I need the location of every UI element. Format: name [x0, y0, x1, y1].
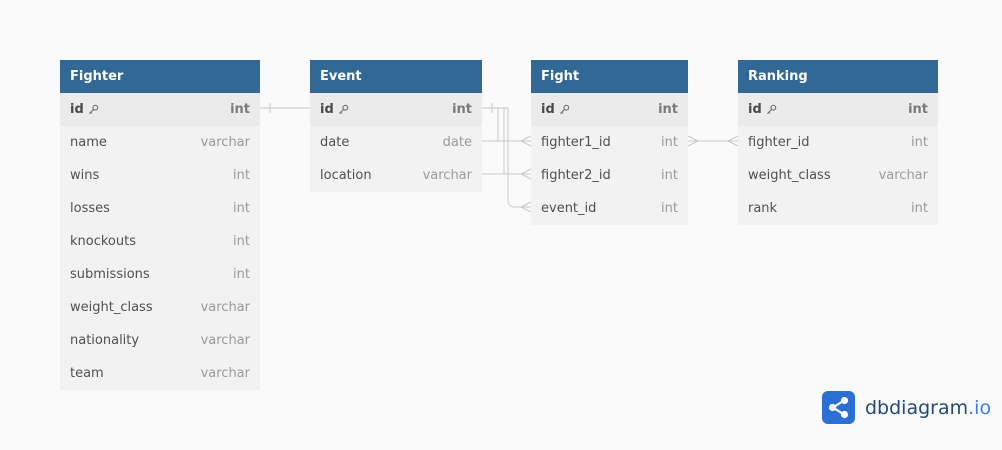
- table-row[interactable]: wins int: [60, 159, 260, 192]
- table-row[interactable]: event_id int: [531, 192, 688, 225]
- column-name: weight_class: [748, 168, 831, 183]
- column-name: weight_class: [70, 300, 153, 315]
- many-marker: [726, 135, 739, 147]
- column-type: int: [233, 168, 250, 183]
- table-row[interactable]: name varchar: [60, 126, 260, 159]
- column-type: int: [661, 201, 678, 216]
- table-row[interactable]: submissions int: [60, 258, 260, 291]
- column-type: int: [230, 102, 250, 117]
- column-type: date: [442, 135, 472, 150]
- table-fighter[interactable]: Fighter id int name varchar wins int los…: [60, 60, 260, 390]
- table-event[interactable]: Event id int date date location varchar: [310, 60, 482, 192]
- table-row[interactable]: weight_class varchar: [738, 159, 938, 192]
- column-type: int: [911, 201, 928, 216]
- table-row[interactable]: id int: [310, 93, 482, 126]
- table-row[interactable]: id int: [531, 93, 688, 126]
- column-type: varchar: [422, 168, 472, 183]
- key-icon: [559, 104, 570, 115]
- many-marker: [519, 201, 532, 213]
- brand-logo[interactable]: dbdiagram.io: [822, 391, 991, 424]
- column-name: fighter2_id: [541, 168, 611, 183]
- column-name: id: [541, 102, 570, 117]
- many-marker: [519, 168, 532, 180]
- table-row[interactable]: id int: [60, 93, 260, 126]
- column-type: varchar: [200, 135, 250, 150]
- column-name: submissions: [70, 267, 150, 282]
- column-type: int: [911, 135, 928, 150]
- table-header-fighter[interactable]: Fighter: [60, 60, 260, 93]
- table-row[interactable]: knockouts int: [60, 225, 260, 258]
- brand-tld: .io: [968, 396, 992, 419]
- column-name: name: [70, 135, 107, 150]
- column-name: date: [320, 135, 350, 150]
- relation-event-fight-fighter1: [482, 107, 531, 142]
- share-nodes-icon: [822, 391, 855, 424]
- column-name: id: [320, 102, 349, 117]
- key-icon: [88, 104, 99, 115]
- table-row[interactable]: fighter_id int: [738, 126, 938, 159]
- column-type: int: [661, 168, 678, 183]
- table-fight[interactable]: Fight id int fighter1_id int fighter2_id…: [531, 60, 688, 225]
- many-marker: [687, 135, 700, 147]
- table-row[interactable]: weight_class varchar: [60, 291, 260, 324]
- table-row[interactable]: losses int: [60, 192, 260, 225]
- column-name: rank: [748, 201, 778, 216]
- table-row[interactable]: date date: [310, 126, 482, 159]
- table-row[interactable]: fighter2_id int: [531, 159, 688, 192]
- table-row[interactable]: nationality varchar: [60, 324, 260, 357]
- column-name: nationality: [70, 333, 140, 348]
- table-row[interactable]: fighter1_id int: [531, 126, 688, 159]
- table-row[interactable]: location varchar: [310, 159, 482, 192]
- table-row[interactable]: id int: [738, 93, 938, 126]
- column-type: varchar: [878, 168, 928, 183]
- column-type: int: [661, 135, 678, 150]
- column-type: int: [908, 102, 928, 117]
- table-header-fight[interactable]: Fight: [531, 60, 688, 93]
- column-name: wins: [70, 168, 100, 183]
- column-type: int: [452, 102, 472, 117]
- column-type: int: [658, 102, 678, 117]
- column-type: int: [233, 267, 250, 282]
- column-type: varchar: [200, 366, 250, 381]
- table-row[interactable]: rank int: [738, 192, 938, 225]
- column-type: varchar: [200, 300, 250, 315]
- key-icon: [766, 104, 777, 115]
- column-name: event_id: [541, 201, 597, 216]
- column-name: location: [320, 168, 372, 183]
- relation-event-fight-event: [482, 107, 531, 208]
- column-name: id: [748, 102, 777, 117]
- column-type: int: [233, 234, 250, 249]
- table-header-event[interactable]: Event: [310, 60, 482, 93]
- table-header-ranking[interactable]: Ranking: [738, 60, 938, 93]
- column-name: id: [70, 102, 99, 117]
- many-marker: [519, 135, 532, 147]
- column-name: losses: [70, 201, 110, 216]
- column-name: fighter1_id: [541, 135, 611, 150]
- column-name: team: [70, 366, 104, 381]
- column-type: varchar: [200, 333, 250, 348]
- key-icon: [338, 104, 349, 115]
- column-type: int: [233, 201, 250, 216]
- column-name: knockouts: [70, 234, 136, 249]
- column-name: fighter_id: [748, 135, 810, 150]
- table-ranking[interactable]: Ranking id int fighter_id int weight_cla…: [738, 60, 938, 225]
- brand-name: dbdiagram.io: [865, 396, 992, 419]
- table-row[interactable]: team varchar: [60, 357, 260, 390]
